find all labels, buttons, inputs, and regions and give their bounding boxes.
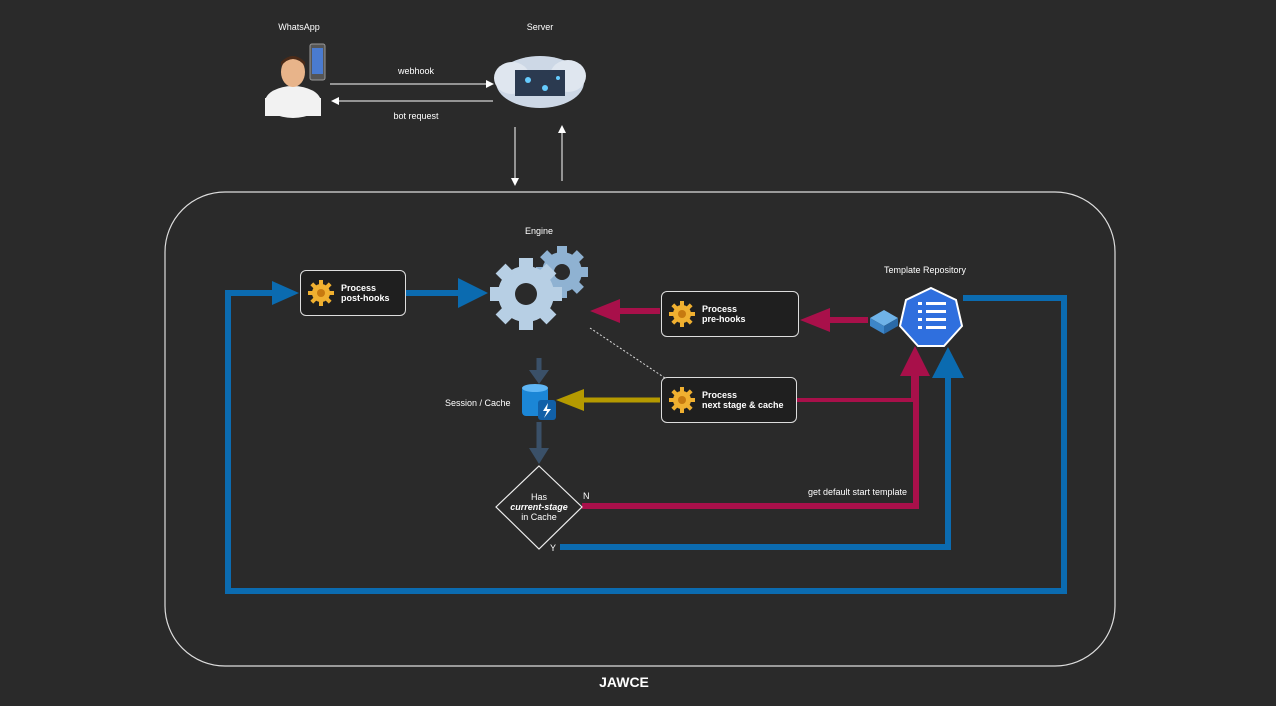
gear-icon [308,280,334,306]
user-icon [265,56,321,118]
crimson-arrowhead-prehooks [800,308,830,332]
template-repository-label: Template Repository [883,265,967,275]
server-label: Server [526,22,554,32]
whatsapp-label: WhatsApp [278,22,320,32]
bot-request-label: bot request [393,111,439,121]
yes-label: Y [550,543,557,553]
post-hooks-line1: Process [341,283,377,293]
no-label: N [583,491,590,501]
blue-yes-line [560,372,951,550]
next-stage-line1: Process [702,390,738,400]
gold-arrowhead [556,389,584,411]
blue-loop-line [225,290,1067,594]
webhook-label: webhook [397,66,435,76]
post-hooks-line2: post-hooks [341,293,390,303]
engine-label: Engine [524,226,554,236]
gear-icon [669,387,695,413]
dotted-association [589,327,666,379]
slate-arrowhead-cache [529,370,549,384]
crimson-arrowhead-repo [900,346,930,376]
crimson-nextstage-line [797,372,915,402]
slate-arrowhead-decision [529,448,549,464]
template-blocks-icon [870,310,898,334]
decision-line2: current-stage [510,502,568,512]
cloud-server-icon [494,56,586,108]
diagram-title: JAWCE [599,674,649,690]
repository-icon [898,286,964,347]
blue-arrowhead-posthooks [272,281,299,305]
gear-icon [669,301,695,327]
decision-diamond [495,465,583,550]
pre-hooks-line2: pre-hooks [702,314,746,324]
phone-icon [309,43,326,81]
get-default-label: get default start template [808,487,908,497]
crimson-arrowhead-engine [590,299,620,323]
decision-line1: Has [530,492,547,502]
blue-arrowhead-engine [458,278,488,308]
cache-icon [522,384,556,420]
decision-line3: in Cache [521,512,557,522]
pre-hooks-line1: Process [702,304,738,314]
jawce-container [164,191,1116,667]
session-cache-label: Session / Cache [445,398,511,408]
decision-text: Has current-stage in Cache [499,492,579,522]
blue-arrowhead-repo [932,347,964,378]
crimson-no-line [582,372,919,509]
next-stage-line2: next stage & cache [702,400,784,410]
engine-gears-icon [490,246,588,330]
